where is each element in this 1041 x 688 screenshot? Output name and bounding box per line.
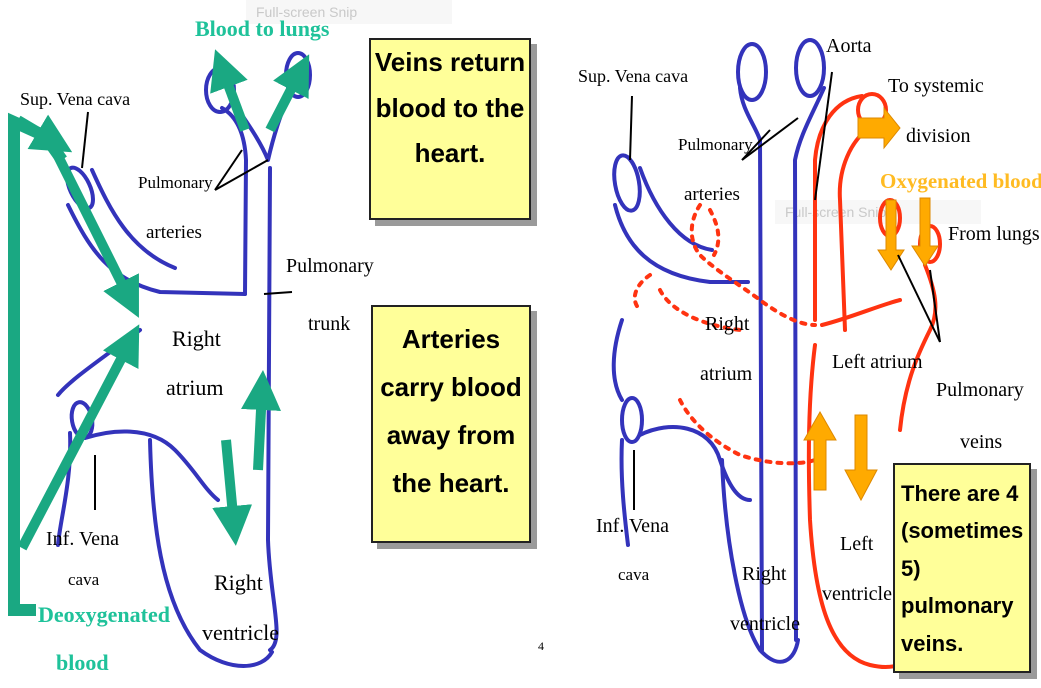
label-blood-to-lungs: Blood to lungs (195, 16, 330, 41)
veins-return-box: Veins return blood to the heart. (369, 38, 531, 220)
label-right-pulmonary-arteries-2: arteries (684, 184, 740, 205)
label-left-atrium: Left atrium (832, 351, 923, 373)
label-right-right-atrium-1: Right (705, 313, 750, 335)
veins-box-line-1: Veins return (371, 40, 529, 86)
arteries-box-line-2: carry blood (373, 363, 529, 411)
veins-box-line-2: blood to the (371, 86, 529, 132)
label-left-right-atrium-1: Right (172, 326, 221, 351)
right-leader-lines (630, 72, 940, 510)
label-right-inf-vena-cava-2: cava (618, 565, 650, 584)
label-right-pulmonary-arteries-1: Pulmonary (678, 135, 753, 154)
label-left-inf-vena-cava-1: Inf. Vena (46, 528, 119, 550)
label-deoxygenated-2: blood (56, 650, 109, 675)
label-right-right-ventricle-2: ventricle (730, 613, 800, 635)
arteries-box-line-1: Arteries (373, 315, 529, 363)
arteries-carry-box: Arteries carry blood away from the heart… (371, 305, 531, 543)
label-deoxygenated-1: Deoxygenated (38, 602, 170, 627)
label-left-sup-vena-cava: Sup. Vena cava (20, 89, 130, 109)
label-right-inf-vena-cava-1: Inf. Vena (596, 515, 669, 537)
label-left-pulmonary-arteries-1: Pulmonary (138, 173, 213, 192)
label-to-systemic-2: division (906, 125, 970, 147)
label-left-ventricle-1: Left (840, 533, 874, 555)
label-from-lungs: From lungs (948, 223, 1040, 245)
pv-box-line-4: veins. (901, 625, 1029, 662)
label-left-inf-vena-cava-2: cava (68, 570, 100, 589)
label-oxygenated-blood: Oxygenated blood (880, 169, 1041, 193)
label-pulmonary-trunk-1: Pulmonary (286, 255, 374, 277)
label-left-right-ventricle-1: Right (214, 570, 263, 595)
label-aorta: Aorta (826, 35, 872, 57)
arteries-box-line-4: the heart. (373, 459, 529, 507)
oxygenated-flow-arrows (804, 108, 938, 500)
label-to-systemic-1: To systemic (888, 75, 984, 97)
label-left-ventricle-2: ventricle (822, 583, 892, 605)
label-pulmonary-veins-1: Pulmonary (936, 379, 1024, 401)
label-pulmonary-trunk-2: trunk (308, 313, 350, 335)
pv-box-line-2: (sometimes 5) (901, 512, 1029, 587)
page-number: 4 (538, 639, 544, 653)
label-left-right-atrium-2: atrium (166, 375, 223, 400)
label-right-right-ventricle-1: Right (742, 563, 787, 585)
arteries-box-line-3: away from (373, 411, 529, 459)
veins-box-line-3: heart. (371, 131, 529, 177)
label-left-right-ventricle-2: ventricle (202, 620, 279, 645)
label-right-right-atrium-2: atrium (700, 363, 753, 385)
pv-box-line-1: There are 4 (901, 475, 1029, 512)
pv-box-line-3: pulmonary (901, 587, 1029, 624)
pulmonary-veins-box: There are 4 (sometimes 5) pulmonary vein… (893, 463, 1031, 673)
label-right-sup-vena-cava: Sup. Vena cava (578, 66, 688, 86)
label-left-pulmonary-arteries-2: arteries (146, 222, 202, 243)
label-pulmonary-veins-2: veins (960, 431, 1002, 453)
